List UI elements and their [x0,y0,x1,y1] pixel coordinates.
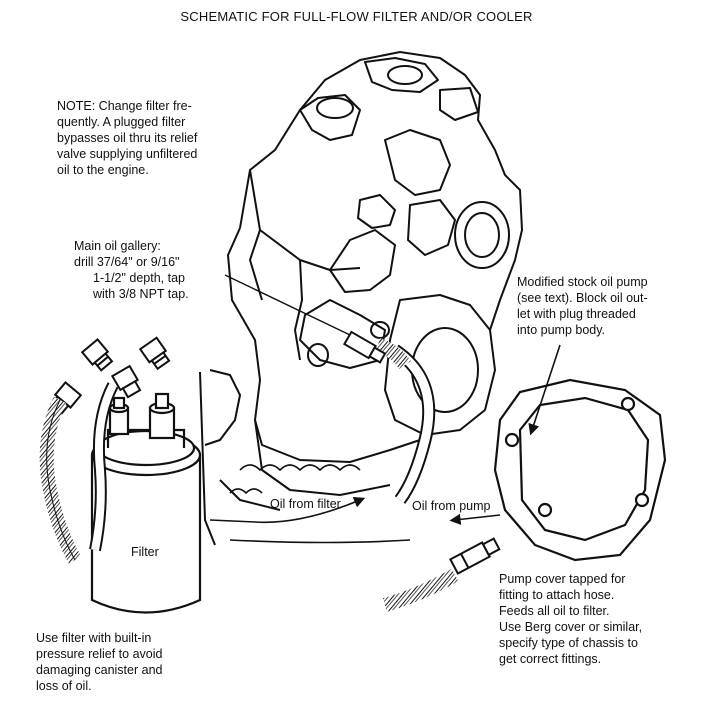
use-filter-line: pressure relief to avoid [36,647,163,661]
cover-line: Use Berg cover or similar, [499,620,643,634]
gallery-fitting [343,330,387,364]
use-filter-text: Use filter with built-in pressure relief… [36,630,162,694]
note-line: quently. A plugged filter [57,115,186,129]
flow-arrows [209,496,501,544]
note-line: valve supplying unfiltered [57,147,198,161]
note-line: NOTE: Change filter fre- [57,99,192,113]
use-filter-line: Use filter with built-in [36,631,152,645]
hoses [39,338,459,612]
use-filter-line: damaging canister and [36,663,163,677]
cover-line: Feeds all oil to filter. [499,604,610,618]
pump-line: Modified stock oil pump [517,275,648,289]
note-text: NOTE: Change filter fre- quently. A plug… [57,98,197,178]
loose-fittings [49,336,171,415]
filter-label: Filter [131,545,159,559]
gallery-line: Main oil gallery: [74,239,161,253]
gallery-line: drill 37/64" or 9/16" [74,255,180,269]
cover-text: Pump cover tapped for fitting to attach … [499,571,642,667]
note-line: oil to the engine. [57,163,149,177]
gallery-leader [224,274,351,336]
cover-line: specify type of chassis to [499,636,638,650]
pump-line: let with plug threaded [517,307,636,321]
pump-cover-fitting [448,537,501,575]
pump-leader [528,344,561,436]
gallery-line: 1-1/2" depth, tap [93,271,186,285]
cover-line: fitting to attach hose. [499,588,615,602]
diagram-title: SCHEMATIC FOR FULL-FLOW FILTER AND/OR CO… [180,9,533,24]
gallery-text: Main oil gallery: drill 37/64" or 9/16" … [74,238,189,302]
gallery-line: with 3/8 NPT tap. [93,287,189,301]
oil-from-filter-label: Oil from filter [270,497,341,511]
engine-case [199,51,523,546]
pump-line: into pump body. [517,323,606,337]
pump-line: (see text). Block oil out- [517,291,648,305]
cover-line: Pump cover tapped for [499,572,626,586]
filter-canister [90,392,202,614]
note-line: bypasses oil thru its relief [57,131,198,145]
oil-from-pump-label: Oil from pump [412,499,491,513]
cover-line: get correct fittings. [499,652,602,666]
pump-cover [493,378,667,562]
pump-text: Modified stock oil pump (see text). Bloc… [517,274,648,338]
use-filter-line: loss of oil. [36,679,92,693]
